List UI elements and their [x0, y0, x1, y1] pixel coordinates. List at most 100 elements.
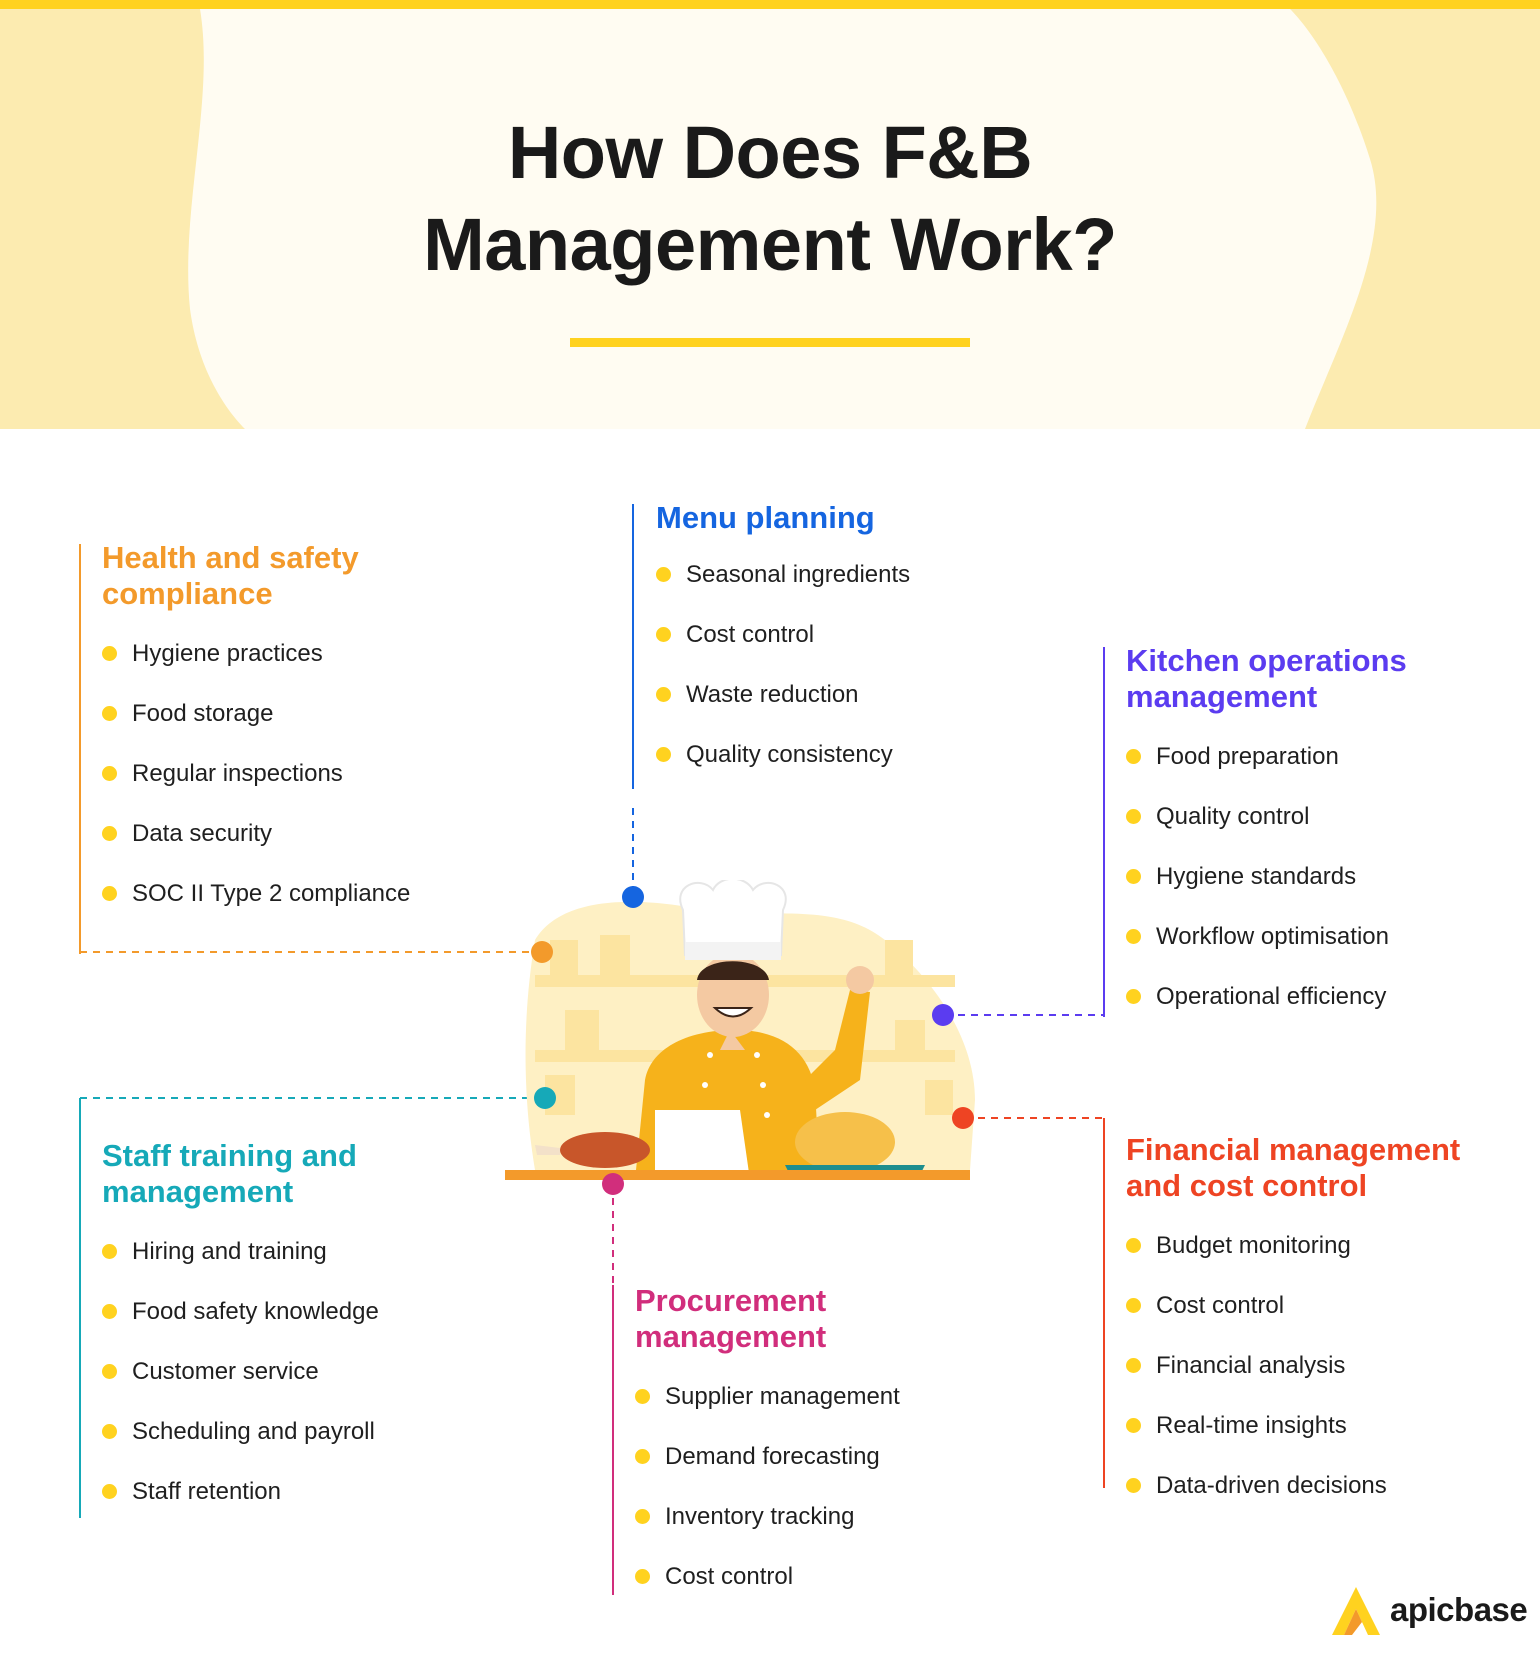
kitchen-item-label: Workflow optimisation [1156, 923, 1389, 950]
kitchen-counter [505, 1170, 970, 1180]
list-item: Waste reduction [656, 680, 910, 740]
menu-title: Menu planning [656, 500, 875, 535]
kitchen-node [932, 1004, 954, 1026]
procurement-item-label: Cost control [665, 1563, 794, 1590]
list-item: Scheduling and payroll [102, 1417, 379, 1477]
staff-item-label: Food safety knowledge [132, 1298, 379, 1325]
bullet-dot [102, 1484, 117, 1499]
kitchen-item-label: Food preparation [1156, 743, 1339, 770]
list-item: Inventory tracking [635, 1502, 900, 1562]
list-item: Data-driven decisions [1126, 1471, 1387, 1531]
procurement-item-label: Demand forecasting [665, 1443, 880, 1470]
procurement-node [602, 1173, 624, 1195]
health-title-line-2: compliance [102, 576, 273, 611]
bullet-dot [1126, 989, 1141, 1004]
bullet-dot [635, 1449, 650, 1464]
staff-node [534, 1087, 556, 1109]
bullet-dot [1126, 1238, 1141, 1253]
menu-item-label: Quality consistency [686, 741, 893, 768]
list-item: Cost control [656, 620, 910, 680]
kitchen-items: Food preparation Quality control Hygiene… [1126, 742, 1389, 1042]
list-item: Regular inspections [102, 759, 410, 819]
health-item-label: Regular inspections [132, 760, 343, 787]
list-item: Quality control [1126, 802, 1389, 862]
procurement-item-label: Inventory tracking [665, 1503, 855, 1530]
financial-section: Financial management and cost control Bu… [1103, 1118, 1523, 1499]
bullet-dot [635, 1569, 650, 1584]
procurement-title: Procurement management [635, 1283, 826, 1355]
health-item-label: Food storage [132, 700, 274, 727]
top-accent-bar [0, 0, 1540, 9]
page-title-line-1: How Does F&B [507, 111, 1033, 194]
list-item: Real-time insights [1126, 1411, 1387, 1471]
menu-item-label: Cost control [686, 621, 815, 648]
list-item: Customer service [102, 1357, 379, 1417]
health-title-line-1: Health and safety [102, 540, 359, 575]
menu-item-label: Seasonal ingredients [686, 561, 911, 588]
brand-name: apicbase [1390, 1591, 1528, 1628]
bullet-dot [635, 1389, 650, 1404]
health-items: Hygiene practices Food storage Regular i… [102, 639, 410, 939]
kitchen-item-label: Quality control [1156, 803, 1310, 830]
list-item: Demand forecasting [635, 1442, 900, 1502]
menu-node [622, 886, 644, 908]
kitchen-title-line-1: Kitchen operations [1126, 643, 1407, 678]
kitchen-section: Kitchen operations management Food prepa… [1103, 643, 1523, 1017]
bullet-dot [102, 706, 117, 721]
food-items [535, 1112, 925, 1175]
menu-section: Menu planning Seasonal ingredients Cost … [632, 500, 992, 789]
list-item: Cost control [1126, 1291, 1387, 1351]
financial-items: Budget monitoring Cost control Financial… [1126, 1231, 1387, 1531]
title-underline [570, 338, 970, 347]
list-item: Hiring and training [102, 1237, 379, 1297]
bullet-dot [102, 1304, 117, 1319]
staff-section: Staff training and management Hiring and… [79, 1098, 499, 1518]
financial-vertical-line [1103, 1118, 1105, 1488]
bullet-dot [102, 1244, 117, 1259]
health-node [531, 941, 553, 963]
bullet-dot [1126, 869, 1141, 884]
financial-item-label: Budget monitoring [1156, 1232, 1351, 1259]
kitchen-vertical-line [1103, 647, 1105, 1017]
procurement-vertical-line [612, 1285, 614, 1595]
bullet-dot [635, 1509, 650, 1524]
bullet-dot [102, 886, 117, 901]
kitchen-title: Kitchen operations management [1126, 643, 1407, 715]
list-item: Supplier management [635, 1382, 900, 1442]
bullet-dot [102, 766, 117, 781]
list-item: Hygiene practices [102, 639, 410, 699]
page-title-line-2: Management Work? [423, 203, 1117, 286]
financial-title: Financial management and cost control [1126, 1132, 1460, 1204]
health-title: Health and safety compliance [102, 540, 359, 612]
bullet-dot [656, 687, 671, 702]
staff-item-label: Hiring and training [132, 1238, 327, 1265]
staff-title: Staff training and management [102, 1138, 357, 1210]
list-item: Cost control [635, 1562, 900, 1622]
financial-item-label: Real-time insights [1156, 1412, 1347, 1439]
staff-title-line-1: Staff training and [102, 1138, 357, 1173]
kitchen-item-label: Hygiene standards [1156, 863, 1357, 890]
list-item: Hygiene standards [1126, 862, 1389, 922]
list-item: Food storage [102, 699, 410, 759]
procurement-section: Procurement management Supplier manageme… [612, 1283, 992, 1595]
bullet-dot [656, 747, 671, 762]
staff-items: Hiring and training Food safety knowledg… [102, 1237, 379, 1537]
list-item: SOC II Type 2 compliance [102, 879, 410, 939]
bullet-dot [1126, 929, 1141, 944]
bullet-dot [656, 567, 671, 582]
health-section: Health and safety compliance Hygiene pra… [79, 540, 499, 954]
kitchen-title-line-2: management [1126, 679, 1318, 714]
procurement-title-line-1: Procurement [635, 1283, 827, 1318]
list-item: Seasonal ingredients [656, 560, 910, 620]
procurement-item-label: Supplier management [665, 1383, 900, 1410]
menu-vertical-line [632, 504, 634, 789]
financial-item-label: Financial analysis [1156, 1352, 1346, 1379]
financial-title-line-2: and cost control [1126, 1168, 1368, 1203]
bullet-dot [102, 646, 117, 661]
header-background-shape [188, 9, 1377, 429]
financial-item-label: Cost control [1156, 1292, 1285, 1319]
apicbase-logo-icon [1332, 1587, 1380, 1635]
bullet-dot [1126, 1418, 1141, 1433]
procurement-items: Supplier management Demand forecasting I… [635, 1382, 900, 1622]
